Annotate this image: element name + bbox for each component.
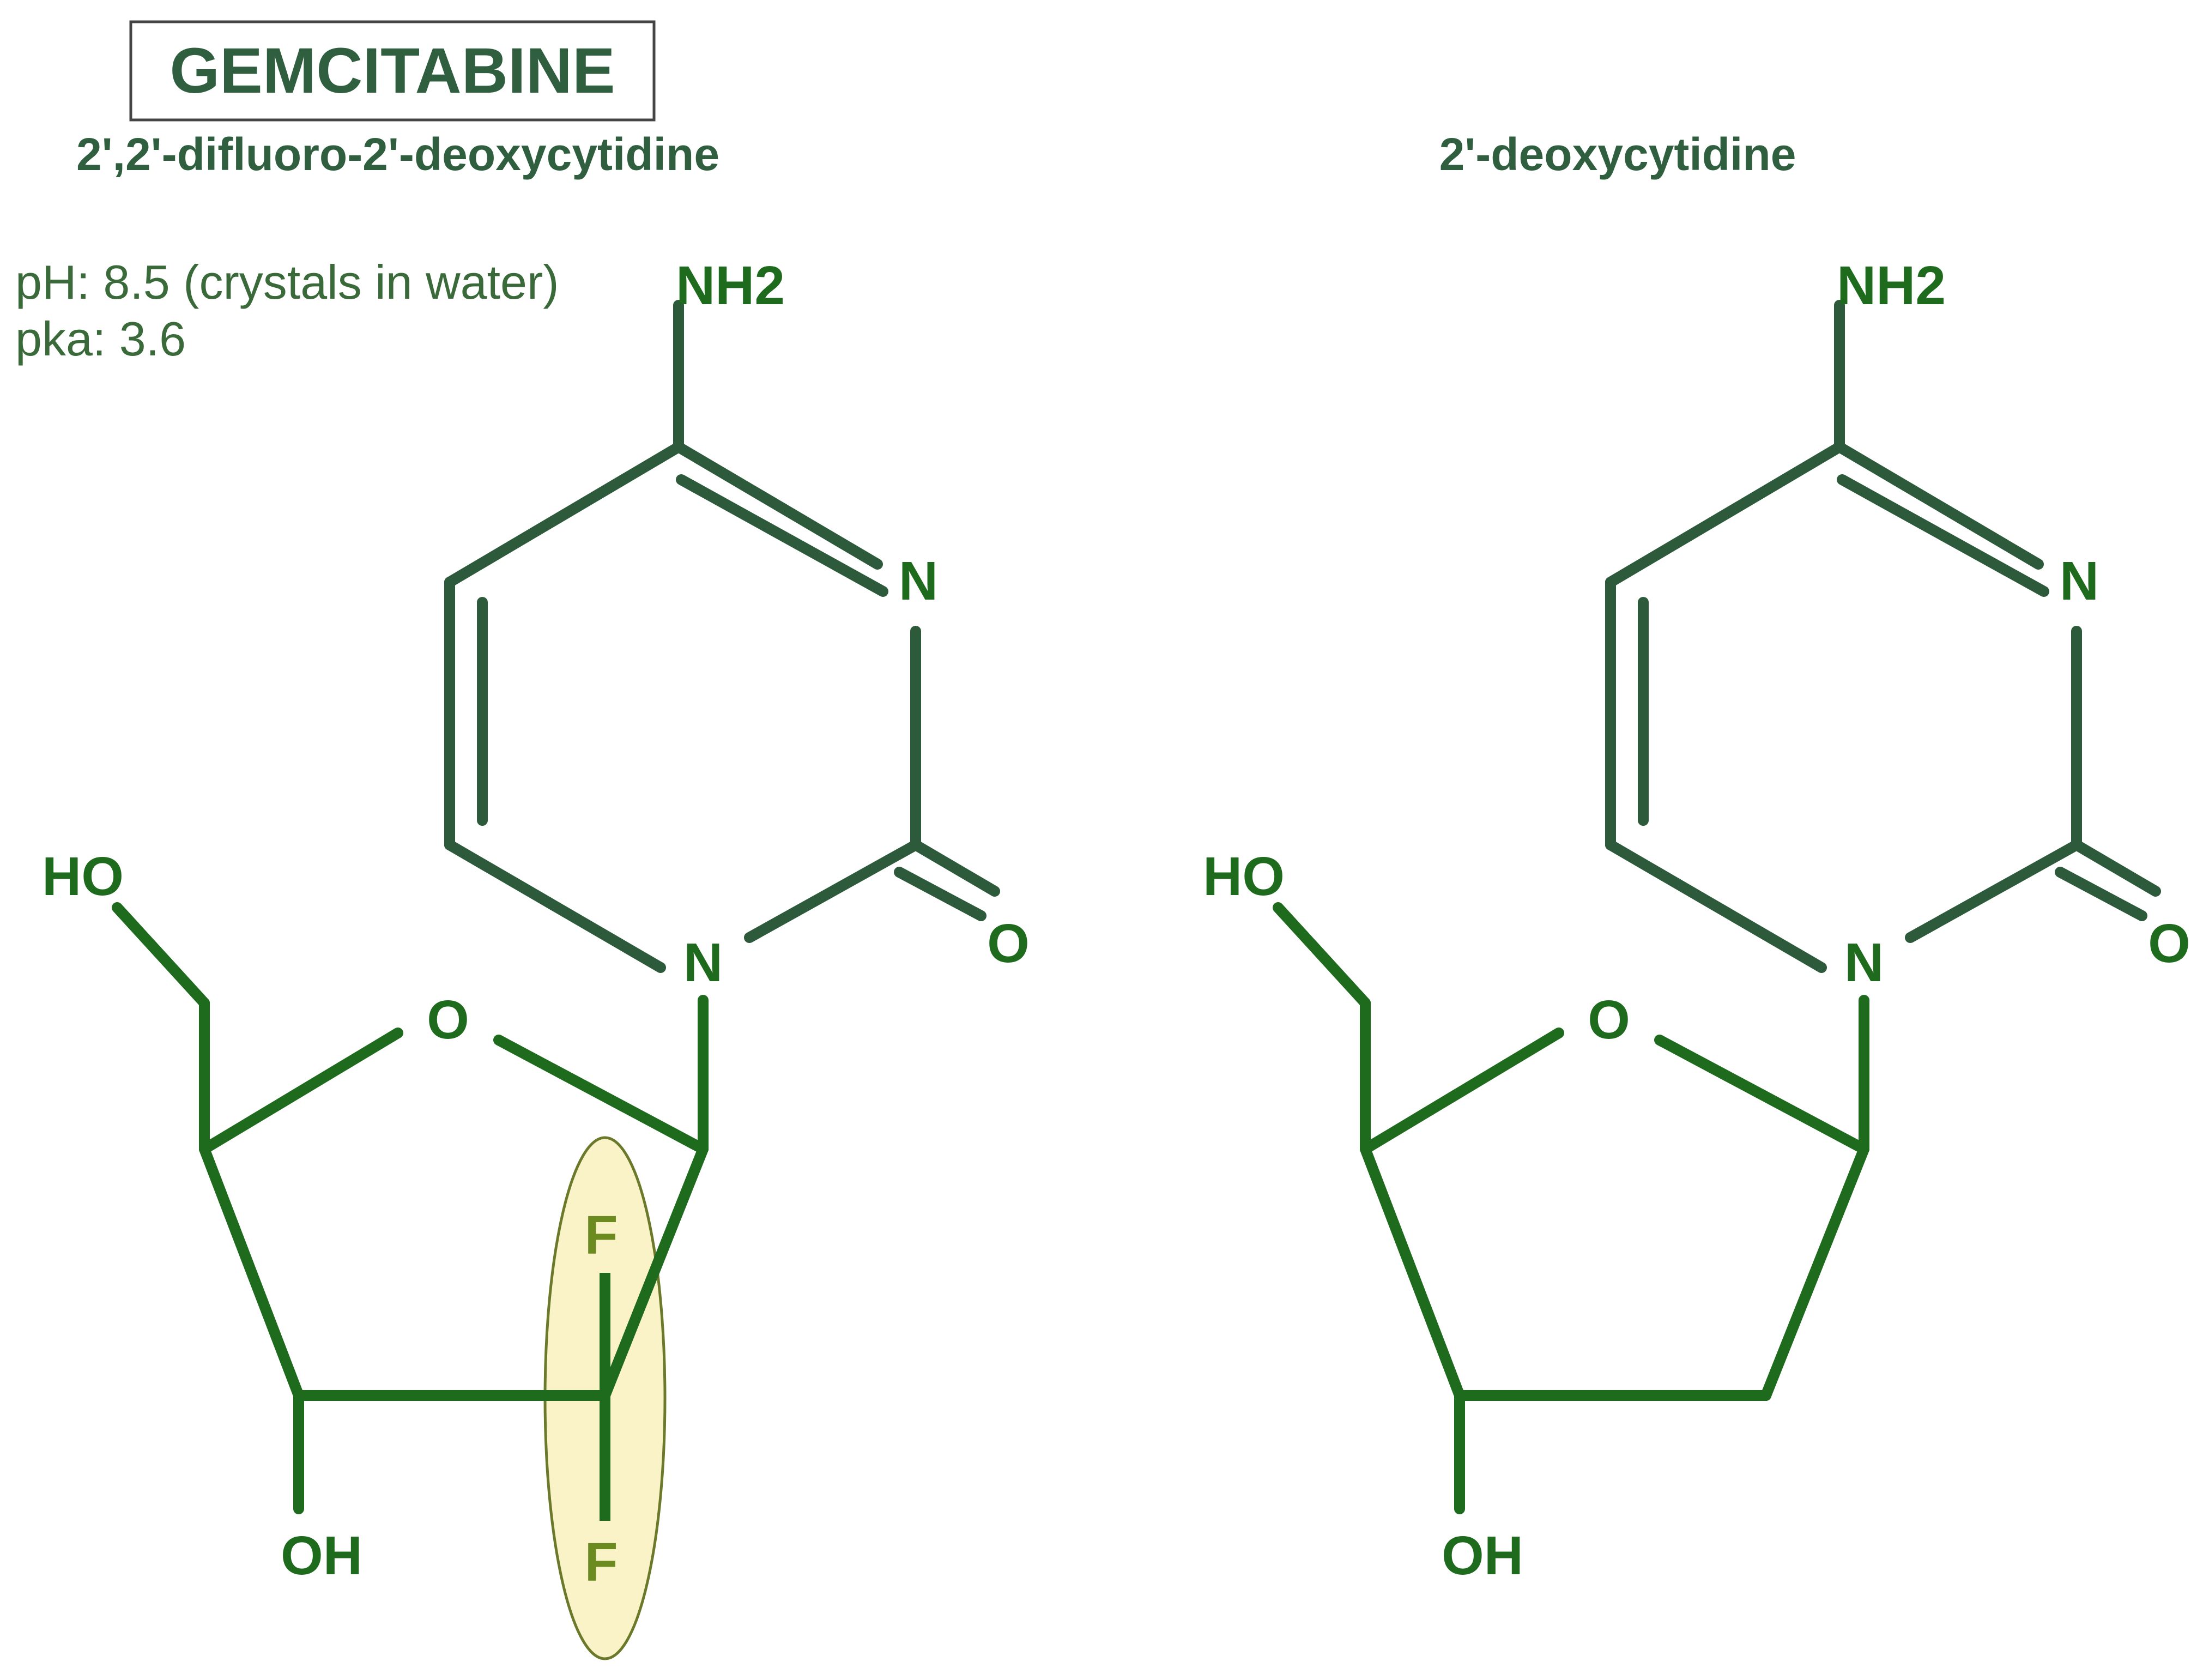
right-molecule: NH2 N O N O HO OH: [1203, 255, 2190, 1586]
right-hydroxyl-5-label: HO: [1203, 846, 1285, 907]
right-cytosine-ring: [1605, 300, 2161, 973]
right-ring-n-label: N: [2060, 551, 2099, 612]
property-pka: pka: 3.6: [15, 312, 186, 366]
left-cytosine-ring: [444, 300, 1000, 973]
fluorine-bottom-label: F: [584, 1532, 618, 1593]
left-amine-label: NH2: [676, 255, 785, 316]
right-ring-o-label: O: [1588, 989, 1630, 1050]
left-ring-n-label: N: [899, 551, 938, 612]
right-glycosidic-n-label: N: [1844, 932, 1884, 993]
left-hydroxyl-3-label: OH: [281, 1525, 362, 1586]
right-molecule-name: 2'-deoxycytidine: [1439, 129, 1796, 180]
page-title: GEMCITABINE: [170, 35, 615, 107]
left-glycosidic-n-label: N: [683, 932, 723, 993]
left-molecule-name: 2',2'-difluoro-2'-deoxycytidine: [76, 129, 719, 180]
left-sugar-ring: [112, 902, 709, 1514]
right-sugar-ring: [1273, 902, 1869, 1514]
left-ring-o-label: O: [427, 989, 469, 1050]
property-ph: pH: 8.5 (crystals in water): [15, 255, 559, 309]
fluorine-top-label: F: [584, 1205, 618, 1266]
right-hydroxyl-3-label: OH: [1442, 1525, 1523, 1586]
left-hydroxyl-5-label: HO: [42, 846, 124, 907]
right-carbonyl-o-label: O: [2148, 913, 2190, 974]
right-amine-label: NH2: [1837, 255, 1946, 316]
title-box: [129, 20, 656, 122]
left-molecule: NH2 N O N O HO OH F F: [42, 255, 1030, 1660]
left-carbonyl-o-label: O: [987, 913, 1030, 974]
